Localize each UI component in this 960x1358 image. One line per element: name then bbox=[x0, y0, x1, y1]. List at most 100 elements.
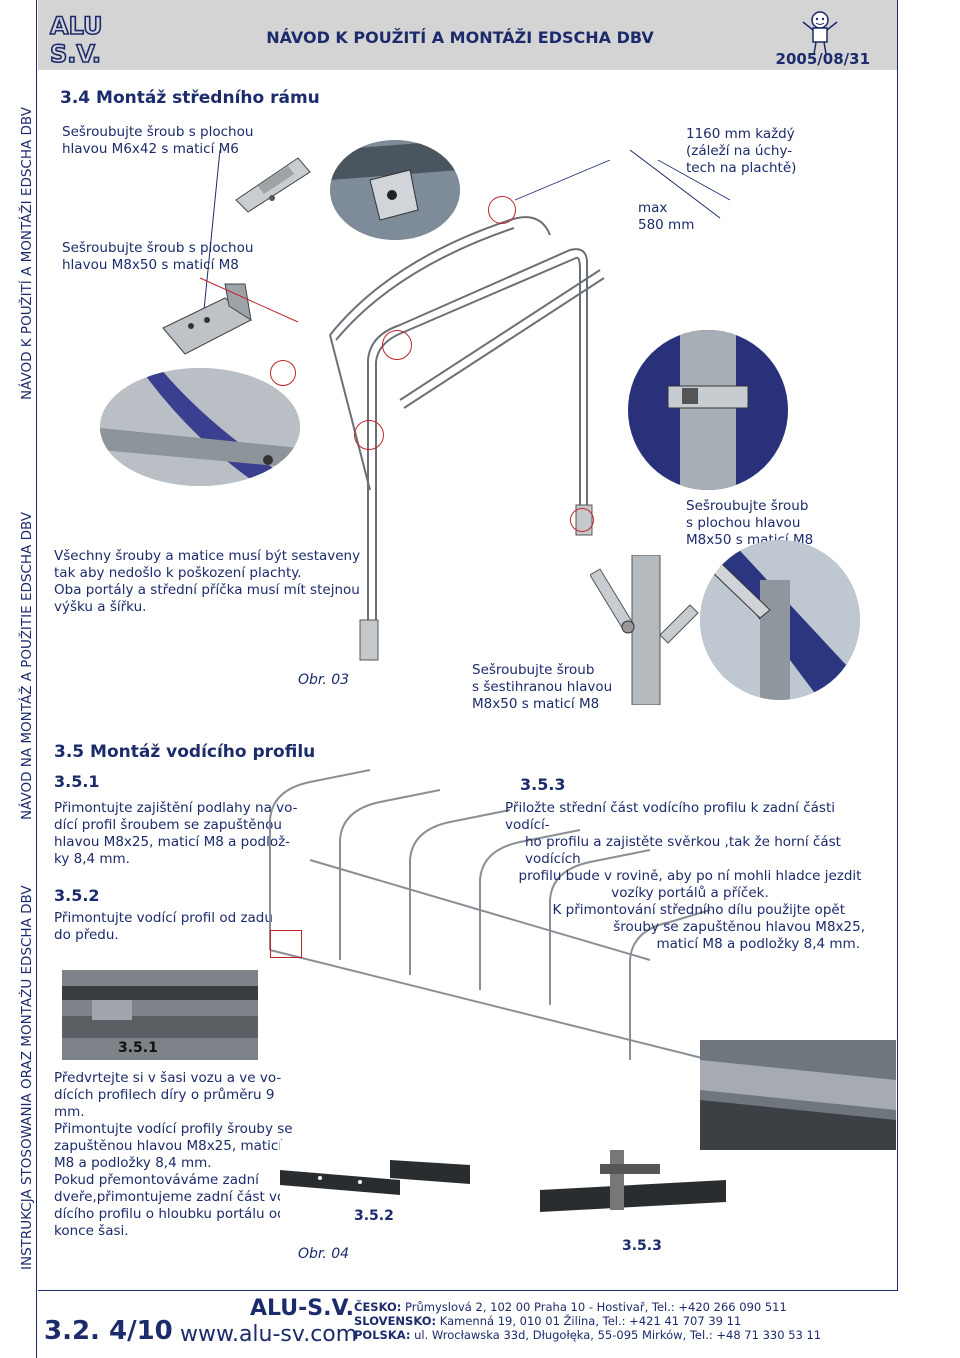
note-warning-line: Všechny šrouby a matice musí být sestave… bbox=[54, 548, 361, 564]
note-right-line: s plochou hlavou bbox=[686, 515, 801, 531]
detail-photo-tarp-mount bbox=[628, 330, 788, 490]
drill-line: dícího profilu o hloubku portálu od bbox=[54, 1206, 286, 1222]
step-text-line: Přimontujte zajištění podlahy na vo- bbox=[54, 800, 298, 816]
header-bar bbox=[38, 0, 898, 70]
address-country: SLOVENSKO: bbox=[354, 1314, 437, 1328]
document-title: NÁVOD K POUŽITÍ A MONTÁŽI EDSCHA DBV bbox=[266, 28, 654, 47]
section-heading-3-5: 3.5 Montáž vodícího profilu bbox=[54, 742, 316, 762]
drill-line: dících profilech díry o průměru 9 bbox=[54, 1087, 275, 1103]
note-hex: Sešroubujte šroub s šestihranou hlavou M… bbox=[472, 662, 612, 713]
step-3-5-3-line: ho profilu a zajistěte svěrkou ,tak že h… bbox=[525, 834, 841, 867]
drill-line: zapuštěnou hlavou M8x25, maticí bbox=[54, 1138, 283, 1154]
step-3-5-1-title: 3.5.1 bbox=[54, 772, 100, 791]
address-country: ČESKO: bbox=[354, 1300, 402, 1314]
sidebar-label-pl-text: INSTRUKCJA STOSOWANIA ORAZ MONTAŻU EDSCH… bbox=[19, 885, 35, 1270]
photo-3-5-1: 3.5.1 bbox=[62, 970, 258, 1060]
pointer-line-m8 bbox=[199, 277, 299, 323]
photo-rail-mounted bbox=[700, 1040, 896, 1150]
figure-caption-03: Obr. 03 bbox=[298, 672, 350, 688]
note-warning-line: výšku a šířku. bbox=[54, 599, 147, 615]
address-text: Kamenná 19, 010 01 Žilina, Tel.: +421 41… bbox=[436, 1314, 742, 1328]
detail-photo-hinge-image bbox=[330, 140, 460, 240]
step-3-5-3-line: profilu bude v rovině, aby po ní mohli h… bbox=[518, 868, 862, 884]
callout-circle bbox=[270, 360, 296, 386]
photo-3-5-1-image bbox=[62, 970, 258, 1060]
note-hex-line: s šestihranou hlavou bbox=[472, 679, 613, 695]
address-cz: ČESKO: Průmyslová 2, 102 00 Praha 10 - H… bbox=[354, 1300, 821, 1314]
note-m8-line: Sešroubujte šroub s plochou bbox=[62, 240, 254, 256]
photo-3-5-2-image bbox=[280, 1140, 470, 1260]
step-3-5-3-line: maticí M8 a podložky 8,4 mm. bbox=[656, 936, 861, 952]
detail-photo-strut-image bbox=[700, 540, 860, 700]
callout-circle bbox=[382, 330, 412, 360]
step-3-5-1-text: Přimontujte zajištění podlahy na vo- díc… bbox=[54, 800, 298, 868]
photo-3-5-1-label: 3.5.1 bbox=[118, 1040, 158, 1056]
detail-photo-crossbar bbox=[100, 368, 300, 486]
section-heading-3-4: 3.4 Montáž středního rámu bbox=[60, 88, 320, 108]
step-3-5-3-text: Přiložte střední část vodícího profilu k… bbox=[505, 800, 875, 953]
joint-illustration bbox=[590, 555, 699, 705]
dim-1160-line: (záleží na úchy- bbox=[686, 143, 793, 159]
callout-circle bbox=[354, 420, 384, 450]
sidebar-divider bbox=[36, 0, 37, 1358]
step-text-line: ky 8,4 mm. bbox=[54, 851, 130, 867]
note-hex-line: M8x50 s maticí M8 bbox=[472, 696, 600, 712]
bolt-m6-illustration bbox=[235, 157, 311, 213]
note-warning: Všechny šrouby a matice musí být sestave… bbox=[54, 548, 360, 616]
drill-line: Předvrtejte si v šasi vozu a ve vo- bbox=[54, 1070, 282, 1086]
detail-photo-crossbar-image bbox=[100, 368, 300, 486]
step-3-5-3-line: K přimontování středního dílu použijte o… bbox=[552, 902, 845, 918]
note-m6-line: Sešroubujte šroub s plochou bbox=[62, 124, 254, 140]
detail-photo-tarp-mount-image bbox=[628, 330, 788, 490]
step-text-line: do předu. bbox=[54, 927, 119, 943]
step-text-line: dící profil šroubem se zapuštěnou bbox=[54, 817, 282, 833]
sidebar: NÁVOD K POUŽITÍ A MONTÁŽI EDSCHA DBV NÁV… bbox=[0, 0, 38, 1358]
photo-3-5-2: 3.5.2 bbox=[280, 1140, 470, 1260]
dim-580-line: max bbox=[638, 200, 668, 216]
bracket-m8-illustration bbox=[162, 283, 252, 355]
photo-rail-mounted-image bbox=[700, 1040, 896, 1150]
footer-addresses: ČESKO: Průmyslová 2, 102 00 Praha 10 - H… bbox=[354, 1300, 821, 1342]
drill-instructions: Předvrtejte si v šasi vozu a ve vo- dící… bbox=[54, 1070, 293, 1240]
drill-line: mm. bbox=[54, 1104, 85, 1120]
address-country: POLSKA: bbox=[354, 1328, 411, 1342]
page-number: 3.2. 4/10 bbox=[44, 1316, 173, 1346]
address-text: ul. Wrocławska 33d, Długołęka, 55-095 Mi… bbox=[410, 1328, 822, 1342]
right-border bbox=[897, 0, 898, 1290]
note-right-line: Sešroubujte šroub bbox=[686, 498, 809, 514]
drill-line: Pokud přemontováváme zadní bbox=[54, 1172, 259, 1188]
rails-frame-drawing bbox=[269, 769, 711, 1061]
figure-caption-04: Obr. 04 bbox=[298, 1246, 350, 1262]
footer-brand: ALU-S.V. bbox=[250, 1296, 355, 1321]
step-3-5-3-line: šrouby se zapuštěnou hlavou M8x25, bbox=[613, 919, 865, 935]
middle-frame-drawing bbox=[329, 160, 731, 661]
dim-580-line: 580 mm bbox=[638, 217, 695, 233]
pointer-line bbox=[203, 150, 221, 310]
step-3-5-2-text: Přimontujte vodící profil od zadu do pře… bbox=[54, 910, 273, 944]
step-3-5-3-line: Přiložte střední část vodícího profilu k… bbox=[505, 800, 835, 833]
drill-line: dveře,přimontujeme zadní část vo- bbox=[54, 1189, 291, 1205]
step-3-5-3-title: 3.5.3 bbox=[520, 775, 566, 794]
note-m6-line: hlavou M6x42 s maticí M6 bbox=[62, 141, 239, 157]
step-3-5-3-line: vozíky portálů a příček. bbox=[611, 885, 769, 901]
note-hex-line: Sešroubujte šroub bbox=[472, 662, 595, 678]
note-m8: Sešroubujte šroub s plochou hlavou M8x50… bbox=[62, 240, 253, 274]
dim-580: max 580 mm bbox=[638, 200, 694, 234]
step-text-line: Přimontujte vodící profil od zadu bbox=[54, 910, 273, 926]
drill-line: Přimontujte vodící profily šrouby se bbox=[54, 1121, 293, 1137]
footer-divider bbox=[38, 1290, 898, 1291]
photo-3-5-2-label: 3.5.2 bbox=[354, 1208, 394, 1224]
dim-1160: 1160 mm každý (záleží na úchy- tech na p… bbox=[686, 126, 796, 177]
dim-1160-line: 1160 mm každý bbox=[686, 126, 795, 142]
note-m6: Sešroubujte šroub s plochou hlavou M6x42… bbox=[62, 124, 253, 158]
detail-photo-hinge bbox=[330, 140, 460, 240]
footer-website-link[interactable]: www.alu-sv.com bbox=[180, 1322, 358, 1347]
step-3-5-2-title: 3.5.2 bbox=[54, 886, 100, 905]
note-warning-line: tak aby nedošlo k poškození plachty. bbox=[54, 565, 302, 581]
note-m8-line: hlavou M8x50 s maticí M8 bbox=[62, 257, 239, 273]
photo-3-5-3-label: 3.5.3 bbox=[622, 1238, 662, 1254]
mascot-icon bbox=[802, 11, 838, 55]
address-pl: POLSKA: ul. Wrocławska 33d, Długołęka, 5… bbox=[354, 1328, 821, 1342]
dim-1160-line: tech na plachtě) bbox=[686, 160, 797, 176]
heading-underline bbox=[54, 760, 284, 761]
